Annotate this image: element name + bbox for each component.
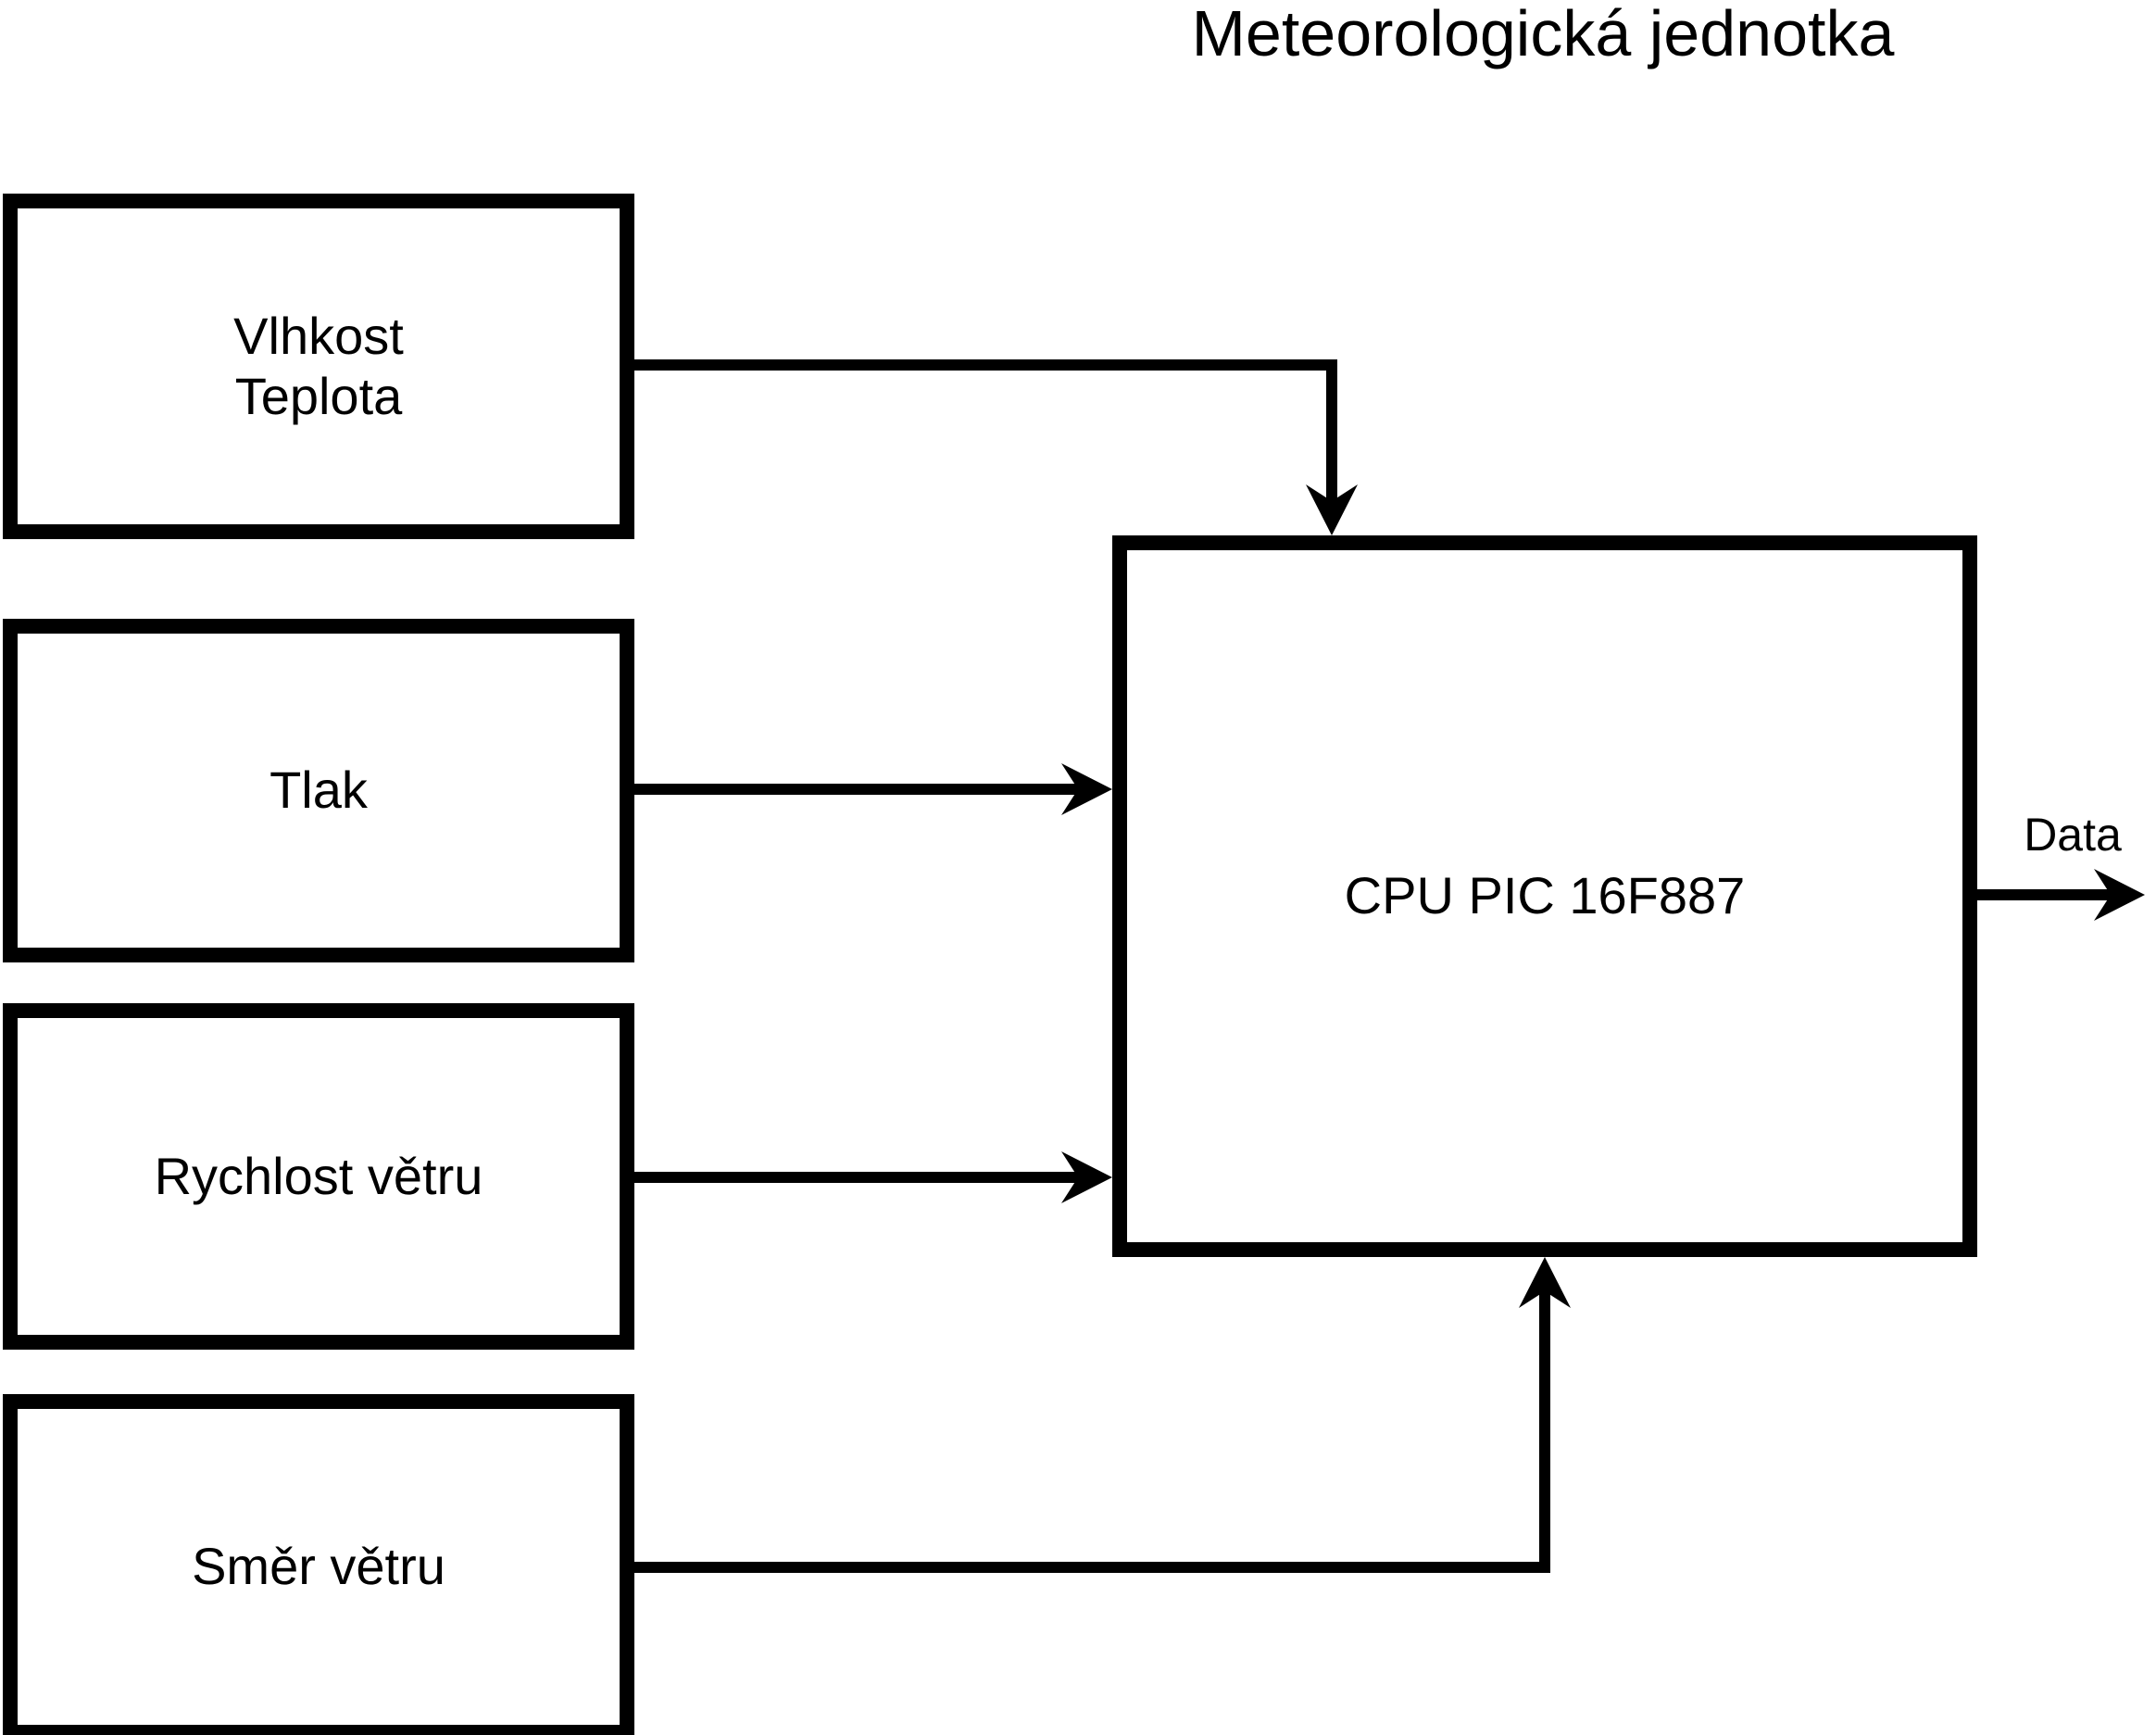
node-humidity-temperature: Vlhkost Teplota (3, 194, 634, 539)
data-output-label: Data (2024, 809, 2122, 861)
node-wind-speed: Rychlost větru (3, 1003, 634, 1350)
diagram-title: Meteorologická jednotka (1191, 0, 1895, 69)
node-label: Tlak (270, 761, 368, 820)
node-label-line: CPU PIC 16F887 (1344, 866, 1746, 925)
arrow-humidity-temperature-to-cpu (634, 359, 1358, 535)
node-label-line: Teplota (234, 366, 403, 425)
node-wind-direction: Směr větru (3, 1394, 634, 1735)
node-label-line: Rychlost větru (154, 1146, 483, 1205)
arrow-wind-direction-to-cpu (634, 1257, 1571, 1573)
node-cpu: CPU PIC 16F887 (1112, 535, 1977, 1257)
node-label: Rychlost větru (155, 1147, 483, 1206)
node-label: Směr větru (192, 1537, 445, 1596)
node-pressure: Tlak (3, 619, 634, 962)
arrow-cpu-to-data-output (1977, 869, 2145, 921)
node-label: CPU PIC 16F887 (1345, 866, 1746, 925)
arrow-pressure-to-cpu (634, 763, 1112, 815)
node-label: Vlhkost Teplota (233, 307, 404, 426)
arrow-wind-speed-to-cpu (634, 1151, 1112, 1203)
node-label-line: Tlak (270, 761, 368, 820)
node-label-line: Směr větru (192, 1537, 445, 1596)
node-label-line: Vlhkost (233, 307, 404, 366)
